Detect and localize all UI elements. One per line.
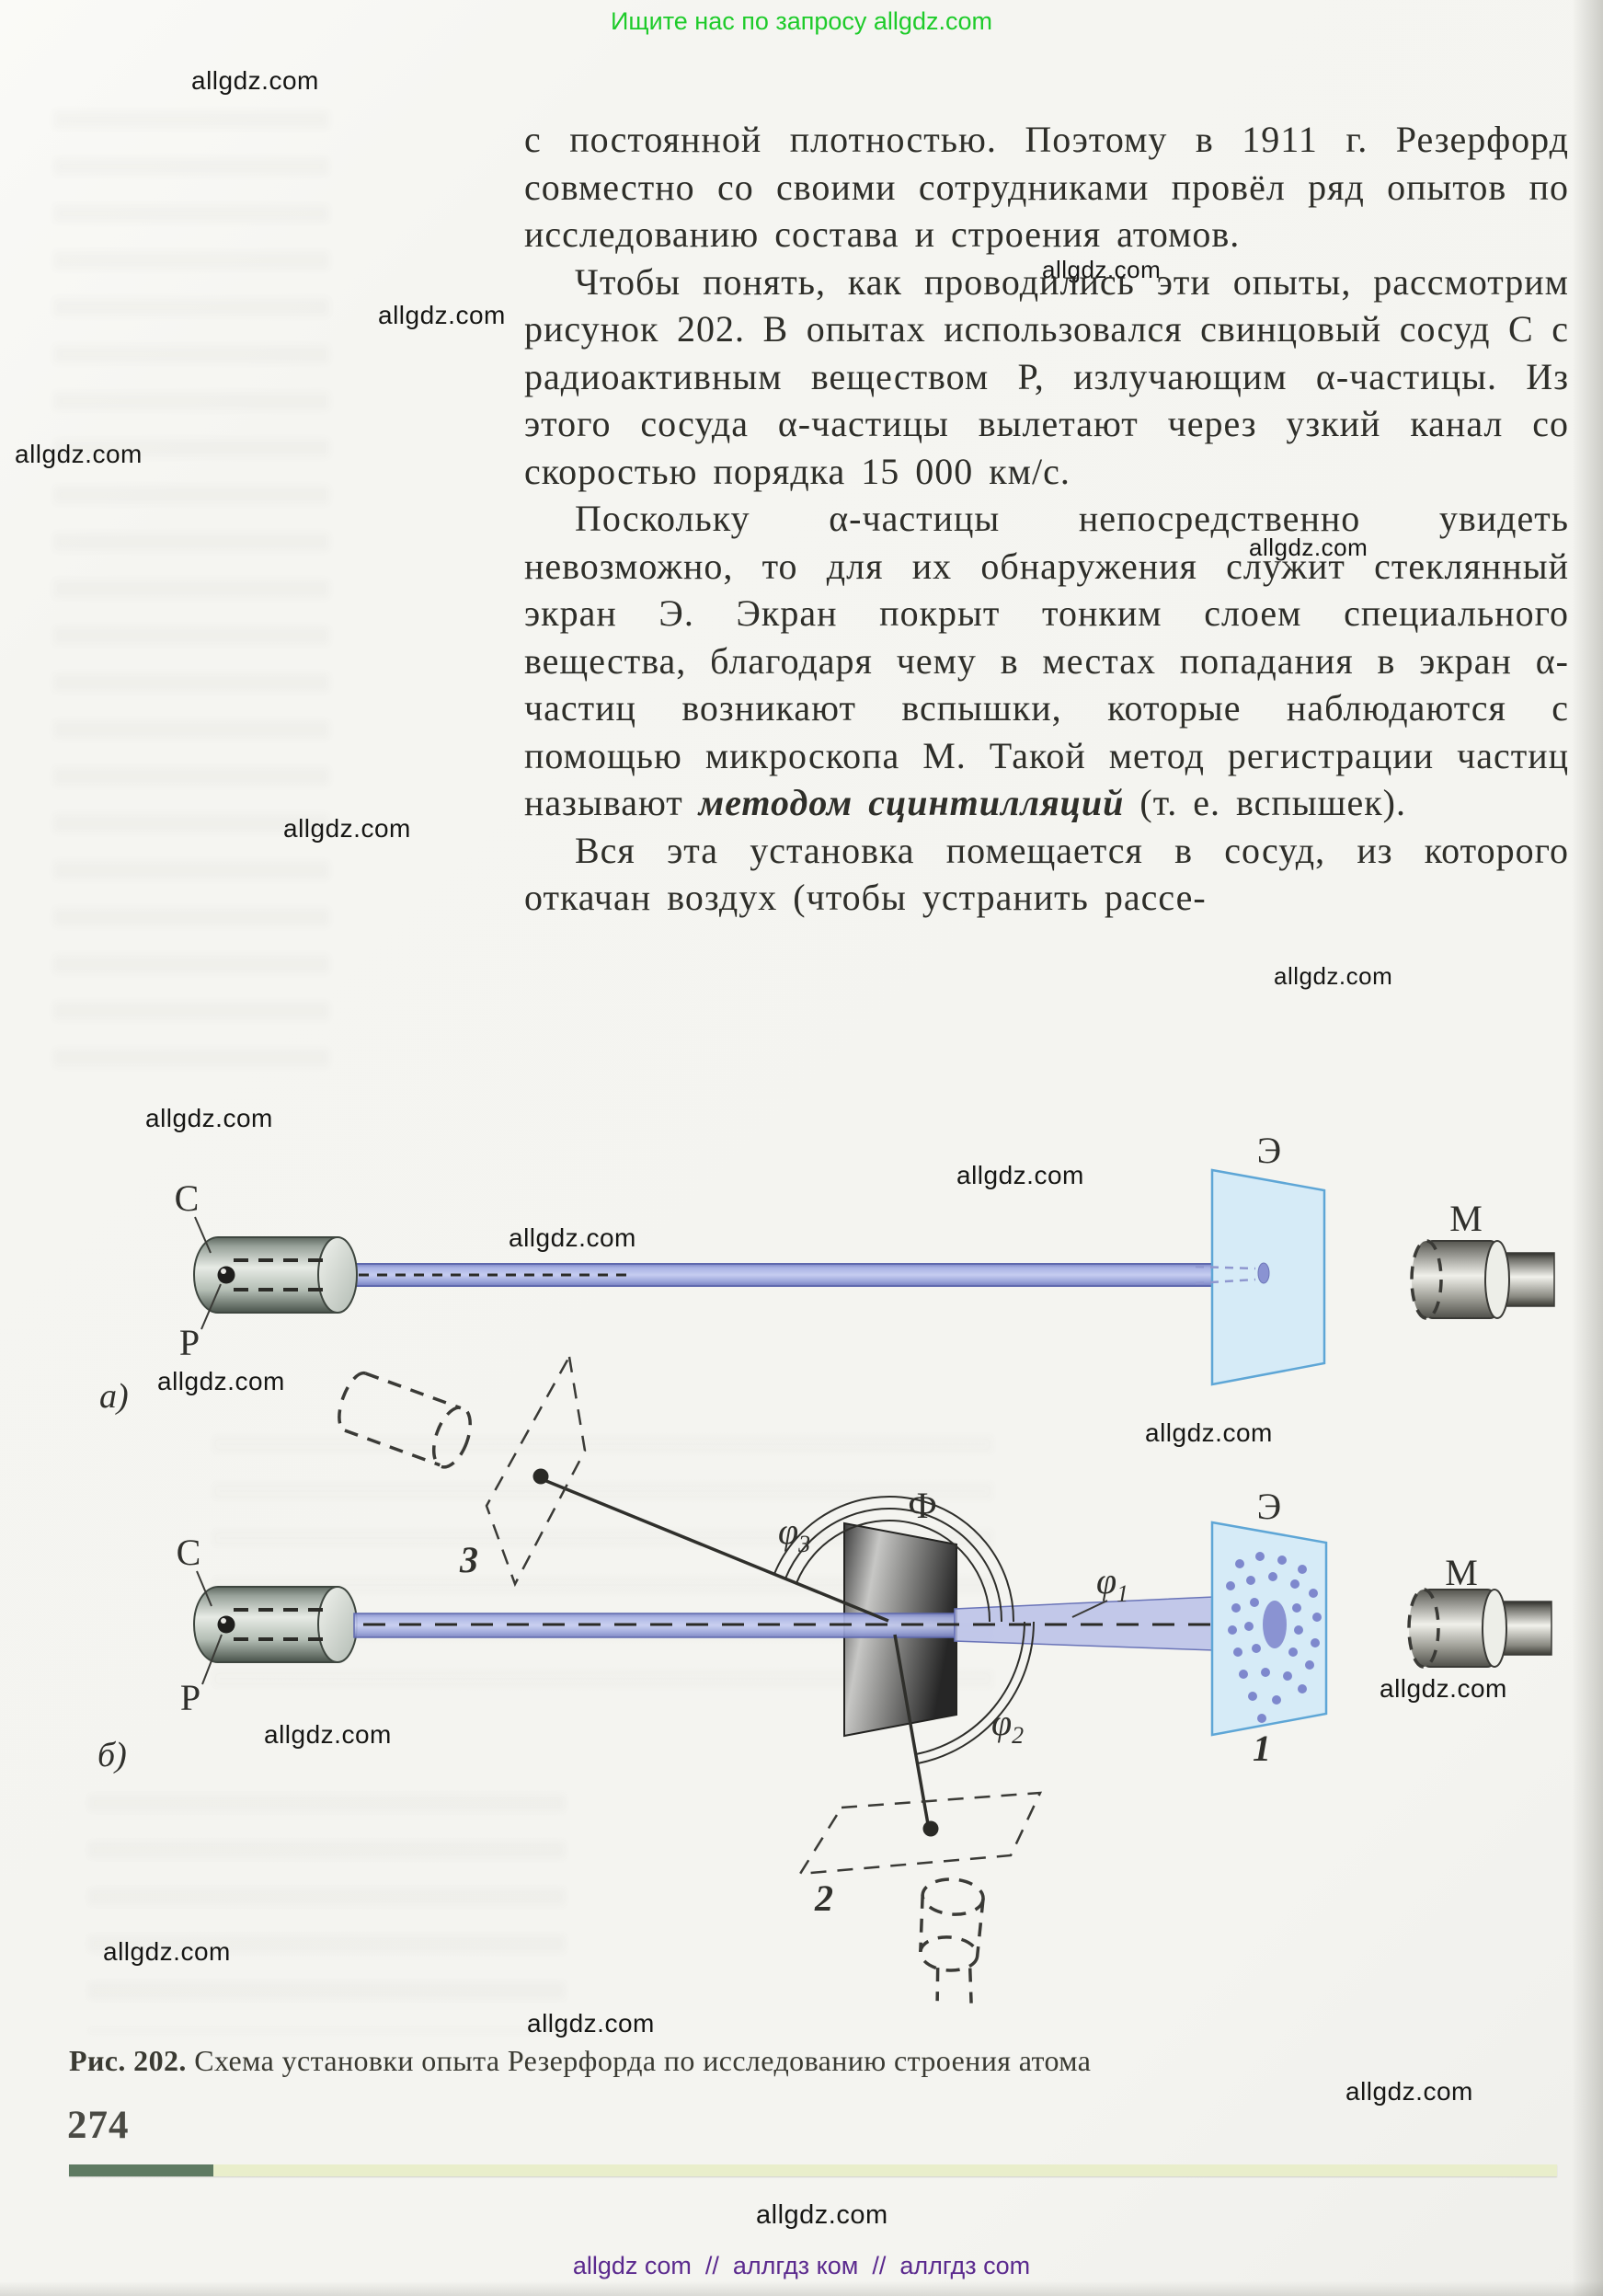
radioactive-substance-dot [217, 1266, 235, 1284]
paragraph: Поскольку α-частицы непосредственно увид… [524, 495, 1569, 827]
scintillation-flash [1257, 1262, 1270, 1284]
watermark: allgdz.com [15, 440, 143, 468]
footer-green-bar [69, 2164, 1557, 2176]
figure-caption: Рис. 202. Схема установки опыта Резерфор… [69, 2044, 1522, 2078]
movable-microscope-2 [919, 1877, 985, 2003]
central-flash-spot [1263, 1601, 1287, 1648]
paragraph-text: Поскольку α-частицы непосредственно увид… [524, 498, 1569, 823]
downscatter-ray [893, 1634, 930, 1825]
page-edge-shadow [0, 2281, 1603, 2296]
label-phi1: φ1 [1096, 1560, 1128, 1607]
watermark: allgdz.com [1345, 2077, 1473, 2106]
movable-microscope-3 [338, 1371, 472, 1469]
figure-caption-text: Схема установки опыта Резерфорда по иссл… [186, 2044, 1092, 2077]
page-edge-shadow [1572, 0, 1603, 2296]
flash-dot-screen3 [532, 1468, 549, 1485]
watermark: allgdz.com [191, 66, 319, 95]
figure-202-diagram: С Р Э М а) [97, 1130, 1555, 2003]
movable-screen-3 [485, 1353, 587, 1588]
diagram-a: С Р Э М а) [99, 1130, 1555, 1416]
label-vessel: С [177, 1532, 201, 1573]
lead-vessel [193, 1236, 358, 1314]
angle-arc-phi2 [915, 1621, 1025, 1755]
label-phi3: φ3 [778, 1510, 810, 1557]
footer-sites-line: allgdz com // аллгдз ком // аллгдз com [572, 2252, 1031, 2279]
phi-subscript: 2 [1012, 1722, 1024, 1749]
phi-symbol: φ [1096, 1560, 1116, 1601]
label-sub-b: б) [97, 1736, 127, 1774]
beam-edge-dash [1195, 1278, 1256, 1285]
label-screen1: 1 [1253, 1728, 1271, 1769]
label-leader [196, 1570, 212, 1607]
watermark: allgdz.com [283, 814, 411, 843]
watermark: allgdz.com [527, 2009, 655, 2038]
label-screen3: 3 [459, 1539, 478, 1580]
phi-subscript: 3 [797, 1531, 810, 1557]
print-bleed-artifact [53, 110, 329, 1085]
paragraph: Чтобы понять, как проводились эти опыты,… [524, 260, 1569, 492]
watermark: allgdz.com [378, 301, 506, 329]
microscope [1410, 1239, 1555, 1320]
watermark: allgdz.com [1145, 1418, 1273, 1447]
label-phi2: φ2 [991, 1702, 1024, 1749]
watermark: allgdz.com [509, 1223, 636, 1252]
diagram-b: С Р Ф Э М 3 2 1 φ3 φ2 φ1 б) [97, 1353, 1553, 2003]
label-substance: Р [179, 1322, 200, 1363]
watermark: allgdz.com [264, 1720, 392, 1749]
alpha-beam [353, 1263, 1215, 1287]
beam-edge-dash [1195, 1265, 1256, 1270]
label-screen2: 2 [814, 1877, 833, 1919]
angle-arc-phi3 [773, 1496, 1015, 1623]
watermark: allgdz.com [103, 1937, 231, 1966]
watermark: allgdz.com [157, 1367, 285, 1395]
paragraph: Вся эта установка помещается в сосуд, из… [524, 829, 1569, 919]
label-substance: Р [180, 1677, 200, 1718]
watermark: allgdz.com [1249, 534, 1368, 561]
figure-caption-label: Рис. 202. [69, 2044, 187, 2077]
watermark: allgdz.com [956, 1161, 1084, 1189]
phi-symbol: φ [991, 1702, 1012, 1743]
paragraph-text: (т. е. вспышек). [1124, 782, 1406, 823]
phi1-leader [1071, 1600, 1108, 1618]
label-microscope: М [1449, 1198, 1483, 1239]
backscatter-ray [545, 1479, 889, 1623]
label-leader [200, 1283, 222, 1330]
label-leader [201, 1634, 223, 1685]
watermark: allgdz.com [756, 2200, 888, 2230]
label-vessel: С [175, 1177, 200, 1219]
label-screen: Э [1257, 1130, 1281, 1171]
article-text: с постоянной плотностью. Поэтому в 1911 … [524, 116, 1569, 922]
angle-arc-phi2 [917, 1621, 1035, 1764]
label-foil: Ф [908, 1485, 937, 1526]
angle-arc-phi3 [784, 1507, 1003, 1623]
label-microscope: М [1445, 1552, 1478, 1593]
watermark: allgdz.com [1274, 962, 1393, 990]
header-promo-note: Ищите нас по запросу allgdz.com [611, 7, 992, 35]
flash-dot-screen2 [922, 1820, 939, 1837]
label-sub-a: а) [99, 1377, 129, 1416]
watermark: allgdz.com [1380, 1674, 1507, 1703]
label-screen: Э [1257, 1486, 1281, 1527]
emphasized-term: методом сцинтилляций [698, 782, 1125, 823]
label-leader [194, 1216, 212, 1254]
page-number: 274 [67, 2104, 130, 2147]
paragraph: с постоянной плотностью. Поэтому в 1911 … [524, 119, 1569, 255]
watermark: allgdz.com [145, 1104, 273, 1132]
angle-arc-phi3 [796, 1519, 991, 1623]
phi-symbol: φ [778, 1510, 798, 1552]
movable-screen-2 [797, 1791, 1043, 1876]
scintillation-dots [1226, 1552, 1322, 1723]
watermark: allgdz.com [1042, 256, 1162, 283]
phi-subscript: 1 [1116, 1580, 1128, 1607]
